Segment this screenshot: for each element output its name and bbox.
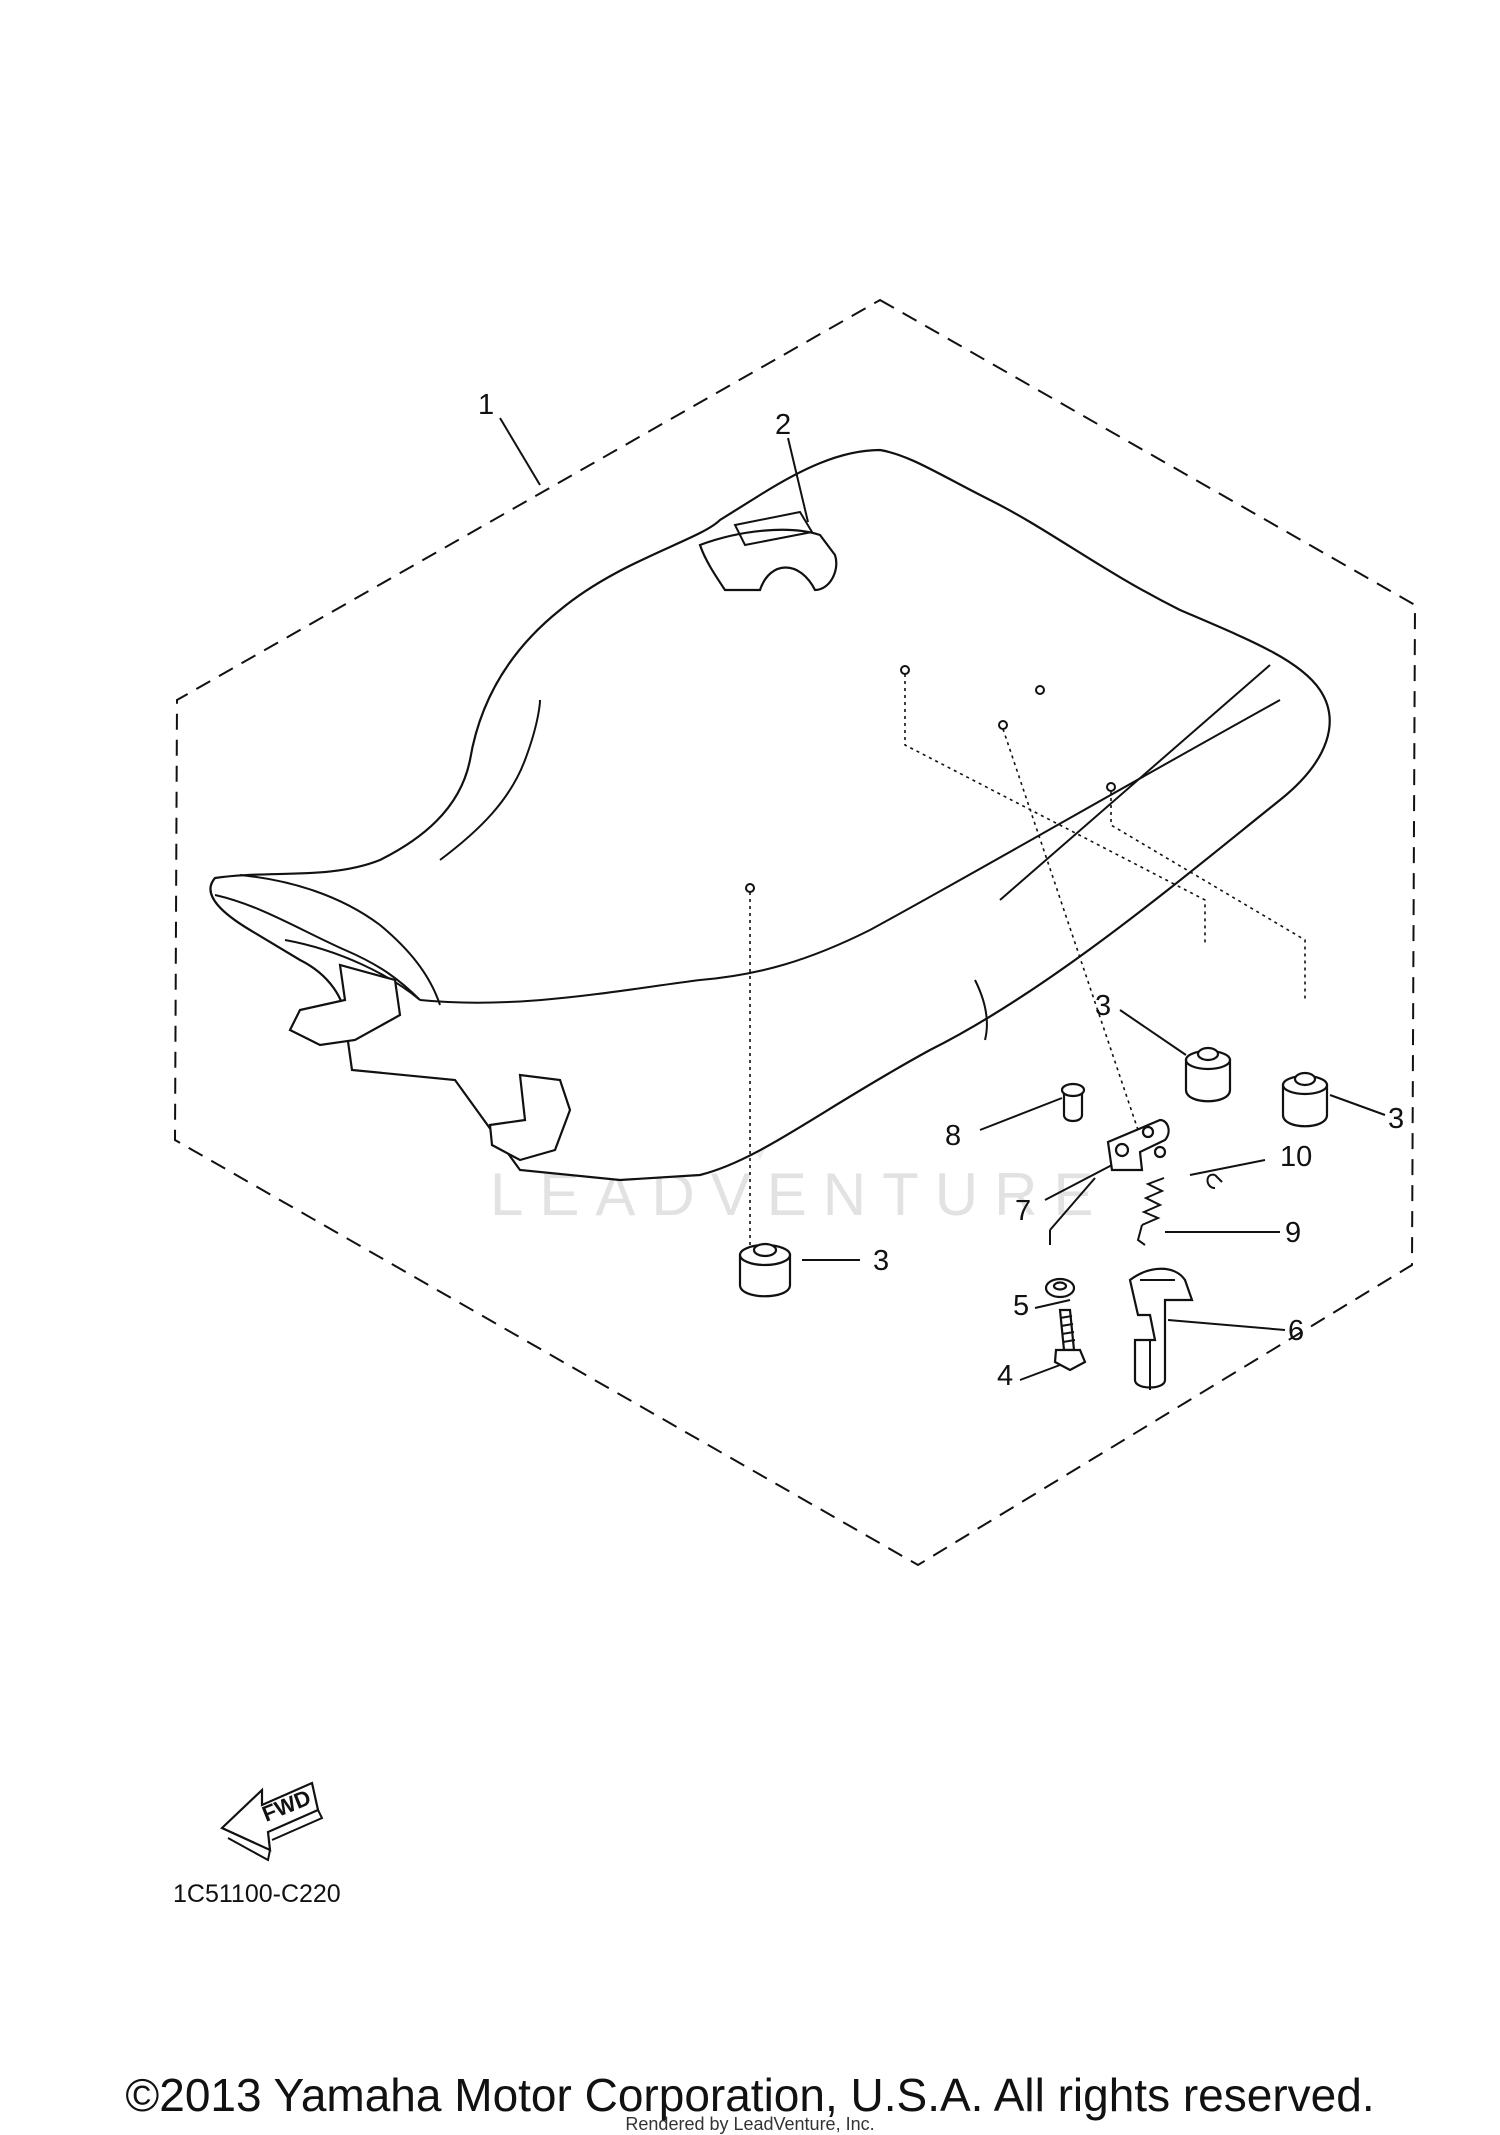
assembly-boundary xyxy=(173,298,1417,1567)
callout-10: 10 xyxy=(1280,1141,1312,1173)
callout-8: 8 xyxy=(945,1120,961,1152)
damper-rubber-3 xyxy=(1281,1071,1329,1128)
callout-labels: 1 2 3 3 3 3 4 5 6 7 8 9 10 xyxy=(478,389,1404,1392)
callout-1: 1 xyxy=(478,389,494,421)
callout-3a: 3 xyxy=(873,1245,889,1277)
latch-hardware xyxy=(1044,1082,1223,1390)
damper-rubber-2 xyxy=(1184,1046,1232,1103)
seat-hook xyxy=(1128,1267,1194,1389)
fwd-arrow-icon: FWD xyxy=(220,1781,324,1862)
copyright-notice: ©2013 Yamaha Motor Corporation, U.S.A. A… xyxy=(125,2069,1375,2121)
callout-2: 2 xyxy=(775,409,791,441)
callout-5: 5 xyxy=(1013,1290,1029,1322)
callout-9: 9 xyxy=(1285,1217,1301,1249)
seat-assembly xyxy=(209,448,1331,1245)
callout-4: 4 xyxy=(997,1360,1013,1392)
damper-rubber-1 xyxy=(738,1242,792,1298)
callout-3b: 3 xyxy=(1095,990,1111,1022)
callout-7: 7 xyxy=(1015,1195,1031,1227)
mount-points xyxy=(745,665,1116,893)
callout-6: 6 xyxy=(1288,1315,1304,1347)
diagram-code: 1C51100-C220 xyxy=(173,1880,341,1908)
callout-3c: 3 xyxy=(1388,1103,1404,1135)
rendered-by-notice: Rendered by LeadVenture, Inc. xyxy=(625,2114,875,2134)
leader-lines xyxy=(499,417,1386,1381)
seat-strap xyxy=(698,528,838,592)
